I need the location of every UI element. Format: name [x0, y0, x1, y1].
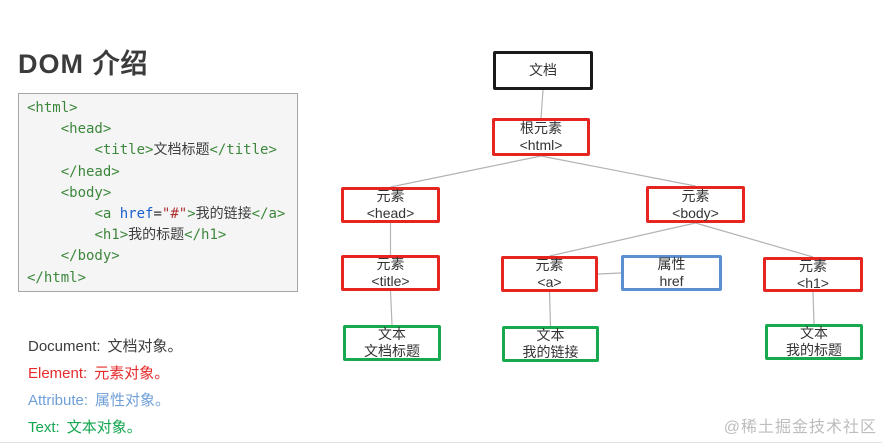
tree-node-label: 元素: [376, 256, 405, 272]
tree-node-label: 我的链接: [522, 344, 579, 360]
legend-label: Text:: [28, 419, 60, 436]
code-segment-tag: <body>: [60, 184, 112, 201]
tree-edge-html-body: [540, 155, 696, 187]
code-line: </body>: [27, 246, 289, 267]
code-segment-tag: <html>: [27, 100, 78, 116]
tree-node-h1: 元素<h1>: [763, 257, 863, 292]
tree-edge-title-text-title: [389, 290, 393, 326]
tree-edge-h1-text-h1: [812, 291, 815, 325]
tree-node-head: 元素<head>: [341, 187, 440, 223]
tree-edge-body-a: [549, 222, 696, 257]
code-segment-tag: <head>: [60, 121, 112, 138]
tree-node-label: <html>: [519, 137, 563, 153]
tree-node-a: 元素<a>: [501, 256, 598, 292]
code-line: </html>: [27, 268, 289, 289]
code-segment-punct: =: [153, 206, 162, 223]
legend-item-attribute: Attribute: 属性对象。: [28, 387, 183, 414]
tree-node-doc: 文档: [493, 51, 593, 90]
code-line: </head>: [27, 162, 289, 183]
tree-node-text-a: 文本我的链接: [502, 326, 599, 362]
code-segment-tag: <h1>: [94, 227, 129, 244]
tree-edge-a-text-a: [548, 291, 552, 327]
code-line: <a href="#">我的链接</a>: [27, 204, 289, 225]
tree-node-text-title: 文本文档标题: [343, 325, 441, 361]
tree-node-label: 属性: [657, 256, 686, 272]
code-segment-tag: </a>: [251, 206, 286, 223]
code-segment-text: 我的链接: [195, 206, 252, 223]
watermark: @稀土掘金技术社区: [723, 419, 877, 436]
code-line: <h1>我的标题</h1>: [27, 225, 289, 246]
tree-edge-body-h1: [695, 222, 814, 258]
legend: Document: 文档对象。 Element: 元素对象。 Attribute: 属…: [28, 333, 183, 441]
html-code-block: <html> <head> <title>文档标题</title> </head…: [18, 93, 298, 292]
code-segment-tag: </title>: [209, 142, 277, 159]
code-line: <html>: [27, 98, 289, 119]
tree-node-label: 文档: [529, 62, 557, 78]
code-segment-value: "#": [161, 206, 188, 223]
tree-node-body: 元素<body>: [646, 186, 745, 223]
tree-node-label: 我的标题: [786, 342, 842, 358]
legend-label: Attribute:: [28, 392, 89, 409]
tree-node-label: <title>: [371, 273, 410, 289]
bottom-divider: [0, 442, 882, 443]
tree-node-label: 文本: [800, 325, 828, 341]
code-segment-tag: </h1>: [184, 227, 227, 244]
code-line: <head>: [27, 119, 289, 140]
tree-node-text-h1: 文本我的标题: [765, 324, 863, 360]
legend-desc: 文档对象。: [107, 338, 183, 355]
tree-node-label: 文本: [536, 327, 565, 343]
tree-node-label: 文档标题: [364, 343, 420, 359]
code-segment-attr: href: [119, 206, 154, 223]
code-segment-tag: </html>: [27, 269, 87, 286]
legend-desc: 元素对象。: [94, 365, 170, 382]
page-title: DOM 介绍: [18, 49, 149, 79]
code-segment-tag: <title>: [94, 142, 154, 159]
legend-label: Element:: [28, 365, 88, 382]
code-segment-text: 文档标题: [153, 142, 210, 159]
tree-node-label: <head>: [366, 205, 415, 221]
legend-item-element: Element: 元素对象。: [28, 360, 183, 387]
tree-node-label: <body>: [672, 204, 719, 221]
code-segment-tag: </body>: [60, 248, 120, 265]
legend-desc: 属性对象。: [95, 392, 171, 409]
tree-node-title: 元素<title>: [341, 255, 440, 291]
tree-edge-a-href: [597, 272, 622, 275]
tree-edge-html-head: [390, 155, 542, 188]
tree-node-label: 元素: [535, 257, 564, 273]
legend-item-document: Document: 文档对象。: [28, 333, 183, 360]
legend-item-text: Text: 文本对象。: [28, 414, 183, 441]
code-segment-tag: <a: [94, 206, 120, 223]
tree-node-label: 根元素: [520, 120, 562, 136]
tree-node-label: <a>: [537, 274, 562, 290]
tree-edge-doc-html: [540, 89, 544, 119]
tree-node-label: 元素: [681, 187, 710, 204]
tree-node-label: <h1>: [797, 274, 829, 291]
code-line: <body>: [27, 183, 289, 204]
code-segment-text: 我的标题: [128, 227, 185, 244]
tree-node-label: 元素: [376, 188, 405, 204]
legend-desc: 文本对象。: [66, 419, 142, 436]
code-segment-tag: </head>: [60, 163, 120, 180]
tree-node-label: href: [659, 273, 684, 289]
tree-node-label: 元素: [799, 257, 827, 274]
tree-node-label: 文本: [378, 326, 406, 342]
code-line: <title>文档标题</title>: [27, 140, 289, 161]
legend-label: Document:: [28, 338, 101, 355]
code-segment-tag: >: [187, 206, 196, 223]
tree-node-html: 根元素<html>: [492, 118, 590, 156]
